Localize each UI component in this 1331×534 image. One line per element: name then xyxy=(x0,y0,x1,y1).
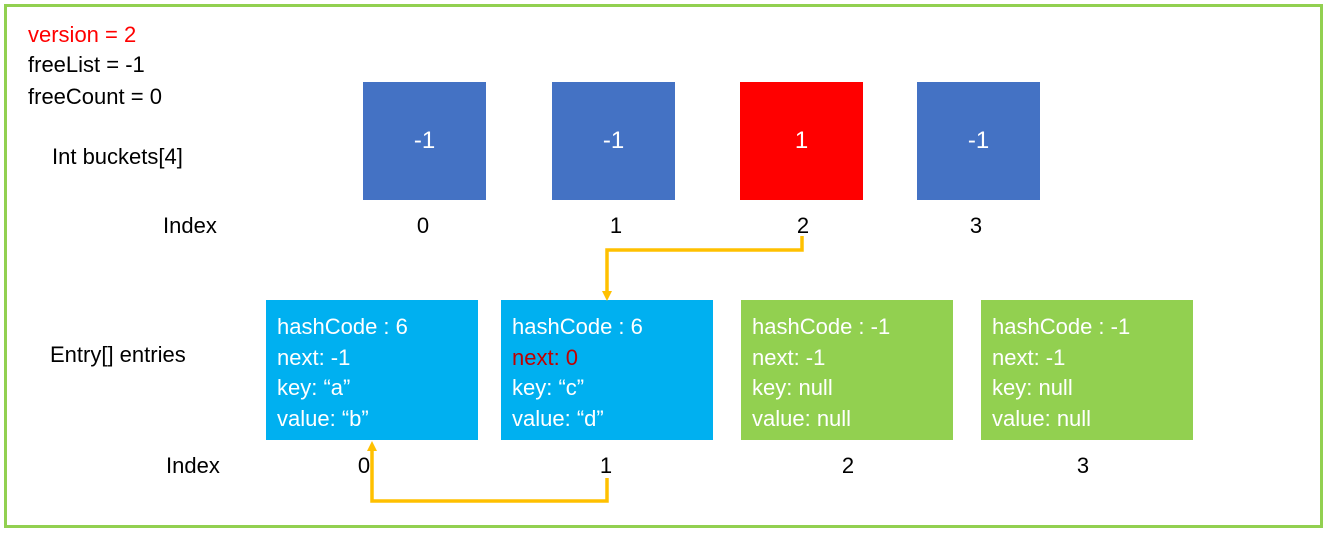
entry-1-next: next: 0 xyxy=(512,344,579,370)
free-list-text: freeList = -1 xyxy=(28,52,145,77)
entry-index-0: 0 xyxy=(357,453,371,478)
entry-2-hashcode: hashCode : -1 xyxy=(752,314,891,339)
entry-3: hashCode : -1 next: -1 key: null value: … xyxy=(981,300,1193,440)
entry-0-key: key: “a” xyxy=(277,375,351,400)
bucket-index-2: 2 xyxy=(796,213,810,238)
entry-index-3: 3 xyxy=(1076,453,1090,478)
bucket-index-3: 3 xyxy=(969,213,983,238)
bucket-0-value: -1 xyxy=(413,127,436,154)
bucket-2: 1 xyxy=(740,82,863,200)
entry-2-value: value: null xyxy=(752,405,852,431)
entry-3-key: key: null xyxy=(992,375,1073,400)
entry-1-value: value: “d” xyxy=(512,405,604,431)
bucket-index-0: 0 xyxy=(416,213,430,238)
entry-1-key: key: “c” xyxy=(512,375,585,400)
entry-2-key: key: null xyxy=(752,375,833,400)
free-count-text: freeCount = 0 xyxy=(28,84,162,109)
diagram-frame xyxy=(4,4,1323,528)
entry-0: hashCode : 6 next: -1 key: “a” value: “b… xyxy=(266,300,478,440)
entry-1-hashcode: hashCode : 6 xyxy=(512,314,643,339)
entry-0-value: value: “b” xyxy=(277,405,369,431)
buckets-index-label: Index xyxy=(163,213,217,238)
bucket-1-value: -1 xyxy=(602,127,625,154)
bucket-2-value: 1 xyxy=(794,127,809,154)
version-text: version = 2 xyxy=(28,22,137,47)
entry-3-value: value: null xyxy=(992,405,1092,431)
entries-label: Entry[] entries xyxy=(50,342,186,367)
bucket-3-value: -1 xyxy=(967,127,990,154)
entry-2-next: next: -1 xyxy=(752,344,826,370)
entry-2: hashCode : -1 next: -1 key: null value: … xyxy=(741,300,953,440)
bucket-3: -1 xyxy=(917,82,1040,200)
buckets-label: Int buckets[4] xyxy=(52,144,183,169)
entry-3-next: next: -1 xyxy=(992,344,1066,370)
bucket-2-to-entry-1-arrow xyxy=(602,236,804,301)
entry-1: hashCode : 6 next: 0 key: “c” value: “d” xyxy=(501,300,713,440)
entry-0-next: next: -1 xyxy=(277,344,351,370)
bucket-1: -1 xyxy=(552,82,675,200)
bucket-0: -1 xyxy=(363,82,486,200)
entry-0-hashcode: hashCode : 6 xyxy=(277,314,408,339)
entries-index-label: Index xyxy=(166,453,220,478)
entry-3-hashcode: hashCode : -1 xyxy=(992,314,1131,339)
entry-index-2: 2 xyxy=(841,453,855,478)
bucket-index-1: 1 xyxy=(609,213,623,238)
entry-index-1: 1 xyxy=(599,453,613,478)
entry-1-next-to-entry-0-arrow xyxy=(367,441,609,503)
